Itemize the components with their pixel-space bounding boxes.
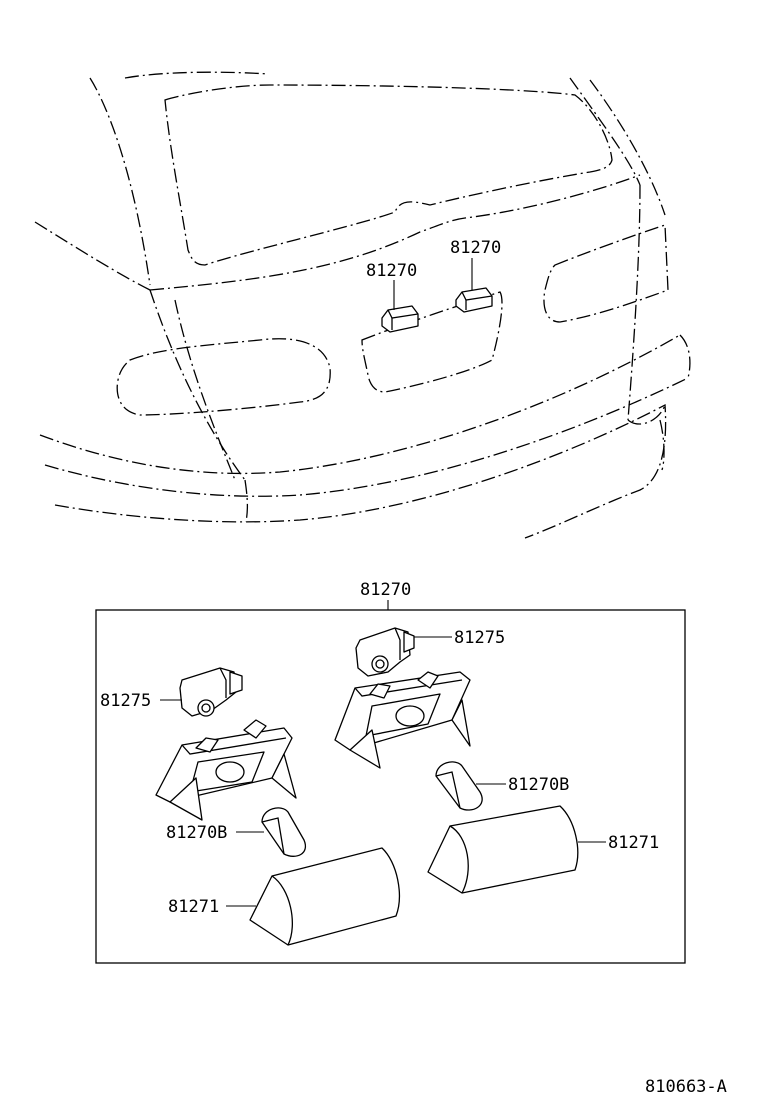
lens-right-drawing bbox=[427, 805, 579, 894]
housing-left-drawing bbox=[155, 719, 297, 821]
socket-left-label: 81275 bbox=[100, 691, 151, 711]
drawing-code: 810663-A bbox=[645, 1077, 727, 1097]
socket-left-drawing bbox=[179, 667, 243, 717]
car-lamp-right bbox=[455, 287, 493, 313]
car-label-right: 81270 bbox=[450, 238, 501, 258]
box-label: 81270 bbox=[360, 580, 411, 600]
bulb-left-drawing bbox=[261, 807, 307, 857]
bulb-left-label: 81270B bbox=[166, 823, 227, 843]
bulb-right-drawing bbox=[435, 761, 483, 811]
car-lamp-left bbox=[381, 305, 419, 333]
socket-right-label: 81275 bbox=[454, 628, 505, 648]
lens-left-label: 81271 bbox=[168, 897, 219, 917]
parts-box bbox=[95, 609, 686, 964]
socket-right-drawing bbox=[355, 627, 415, 677]
housing-right-drawing bbox=[334, 671, 471, 769]
lens-right-label: 81271 bbox=[608, 833, 659, 853]
car-label-left: 81270 bbox=[366, 261, 417, 281]
car-rear-outline bbox=[34, 71, 691, 539]
lens-left-drawing bbox=[249, 847, 400, 946]
bulb-right-label: 81270B bbox=[508, 775, 569, 795]
